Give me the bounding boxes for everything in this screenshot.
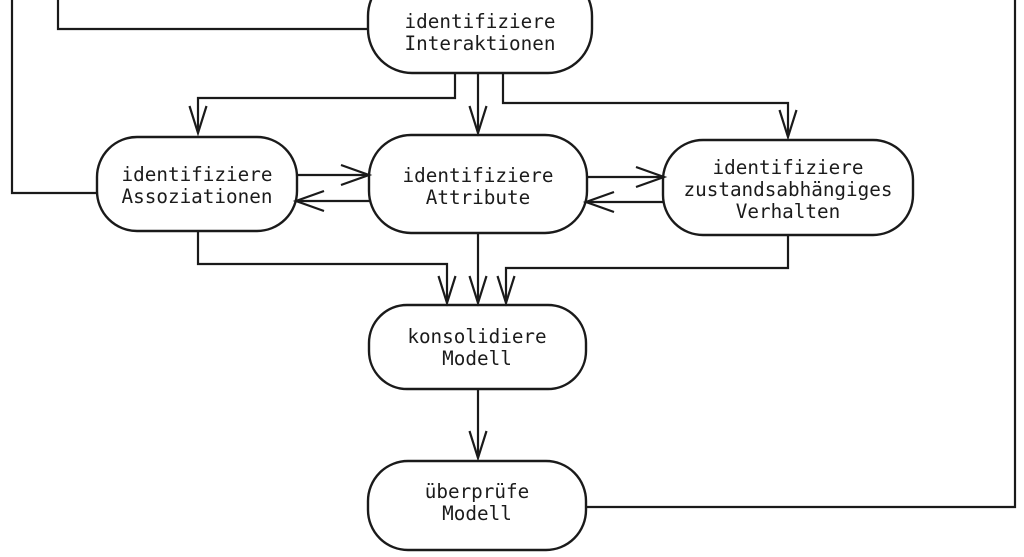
edge-interaktionen-to-assoziationen [196, 71, 457, 131]
arrowhead-konsolidiere-top-center [468, 275, 488, 307]
node-label-line: identifiziere [403, 164, 554, 187]
node-box-assoziationen [95, 135, 299, 233]
edge-assoziationen-to-konsolidiere [196, 229, 449, 300]
arrowhead-verhalten-left [635, 165, 668, 189]
arrowheads-layer [188, 105, 798, 462]
node-ueberpruefe: überprüfe Modell [366, 459, 588, 552]
arrowhead-assoziationen-right [292, 189, 325, 213]
edge-interaktionen-to-verhalten [501, 71, 790, 135]
edges-layer [10, 0, 1017, 509]
node-label-line: Modell [442, 502, 512, 525]
arrowhead-ueberpruefe-top [468, 430, 488, 462]
node-assoziationen: identifiziere Assoziationen [95, 135, 299, 233]
arrowhead-assoziationen-top [188, 105, 208, 137]
arrowhead-attribute-top [468, 105, 488, 137]
arrowhead-konsolidiere-top-left [437, 275, 457, 307]
node-attribute: identifiziere Attribute [367, 133, 589, 235]
edge-ueberpruefe-feedback-right [584, 0, 1017, 509]
arrowhead-konsolidiere-top-right [496, 275, 516, 307]
node-label-line: Verhalten [736, 200, 840, 223]
node-konsolidiere: konsolidiere Modell [367, 303, 588, 391]
arrowhead-attribute-left [340, 163, 373, 187]
node-label-line: identifiziere [405, 10, 556, 33]
node-label-line: Interaktionen [405, 32, 556, 55]
node-label-line: Modell [442, 347, 512, 370]
edge-verhalten-to-konsolidiere [504, 233, 790, 300]
node-interaktionen: identifiziere Interaktionen [366, 0, 594, 75]
edge-input-left-to-interaktionen [56, 0, 372, 31]
node-label-line: Assoziationen [122, 185, 273, 208]
edge-input-left-to-assoziationen [10, 0, 100, 195]
node-box-ueberpruefe [366, 459, 588, 552]
node-label-line: Attribute [426, 186, 530, 209]
node-label-line: identifiziere [713, 156, 864, 179]
node-label-line: überprüfe [425, 480, 529, 503]
node-label-line: konsolidiere [407, 325, 546, 348]
arrowhead-attribute-right [582, 190, 615, 214]
node-box-interaktionen [366, 0, 594, 75]
node-label-line: identifiziere [122, 163, 273, 186]
node-verhalten: identifiziere zustandsabhängiges Verhalt… [661, 138, 915, 237]
arrowhead-verhalten-top [778, 109, 798, 141]
node-label-line: zustandsabhängiges [684, 178, 893, 201]
